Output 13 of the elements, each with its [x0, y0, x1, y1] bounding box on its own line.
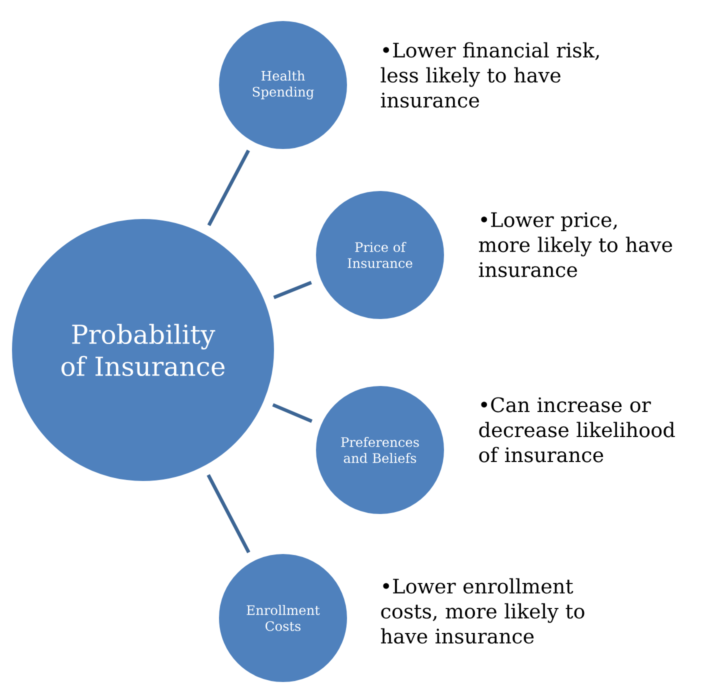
connector-line [272, 403, 313, 423]
bullet-text: •Lower enrollment costs, more likely to have insurance [380, 578, 584, 644]
circle-node: Probability of Insurance [10, 217, 276, 483]
bullet-text: •Lower price, more likely to have insurance [478, 212, 672, 278]
circle-node: Health Spending [217, 19, 349, 151]
circle-node: Enrollment Costs [217, 552, 349, 684]
circle-node: Preferences and Beliefs [314, 384, 446, 516]
bullet-text: •Lower financial risk, less likely to have insurance [380, 42, 599, 108]
circle-node: Price of Insurance [314, 189, 446, 321]
connector-line [273, 280, 312, 300]
connector-line [207, 150, 250, 226]
bullet-text: •Can increase or decrease likelihood of insurance [479, 397, 675, 462]
connector-line [206, 474, 250, 554]
